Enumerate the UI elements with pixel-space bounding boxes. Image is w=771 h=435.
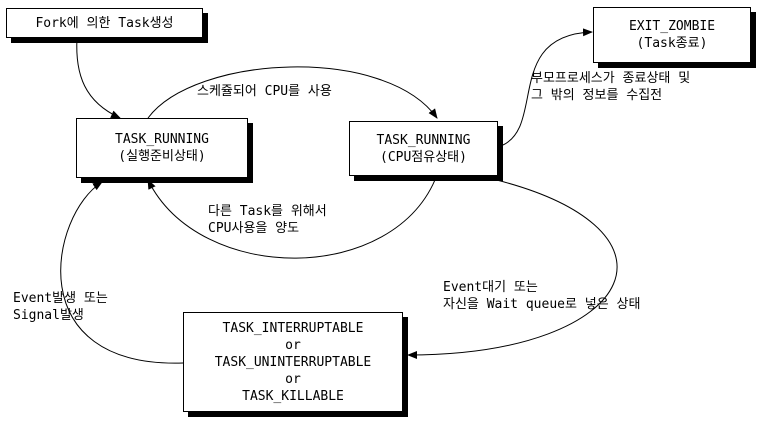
running-cpu-node: TASK_RUNNING (CPU점유상태) <box>349 121 498 176</box>
interruptable-line-4: or <box>285 371 301 387</box>
edge-yield <box>147 174 438 259</box>
running-cpu-subtitle: (CPU점유상태) <box>380 149 467 165</box>
edge-label-yield-line-2: CPU사용을 양도 <box>208 221 300 236</box>
interruptable-line-3: TASK_UNINTERRUPTABLE <box>214 354 372 370</box>
interruptable-line-2: or <box>285 337 301 353</box>
edge-label-parent-collects-line-2: 그 밖의 정보를 수집전 <box>531 88 663 103</box>
edge-label-yield-line-1: 다른 Task를 위해서 <box>208 204 327 219</box>
edge-label-event-wait-line-2: 자신을 Wait queue로 넣은 상태 <box>443 297 641 312</box>
edge-label-yield: 다른 Task를 위해서 CPU사용을 양도 <box>208 203 327 237</box>
edge-label-event-occur-line-1: Event발생 또는 <box>13 291 108 306</box>
fork-node-label: Fork에 의한 Task생성 <box>35 15 174 31</box>
exit-zombie-subtitle: (Task종료) <box>636 36 708 51</box>
running-cpu-title: TASK_RUNNING <box>376 132 471 148</box>
edge-label-event-occur: Event발생 또는 Signal발생 <box>13 290 108 324</box>
exit-zombie-title: EXIT_ZOMBIE <box>628 19 716 34</box>
edge-label-event-wait: Event대기 또는 자신을 Wait queue로 넣은 상태 <box>443 279 640 313</box>
edge-label-event-wait-line-1: Event대기 또는 <box>443 280 538 295</box>
interruptable-line-5: TASK_KILLABLE <box>242 388 344 404</box>
edge-event-wait <box>407 175 618 359</box>
interruptable-node: TASK_INTERRUPTABLE or TASK_UNINTERRUPTAB… <box>183 312 403 412</box>
interruptable-line-1: TASK_INTERRUPTABLE <box>222 320 364 336</box>
edge-scheduled <box>147 66 438 119</box>
edge-label-scheduled: 스케쥴되어 CPU를 사용 <box>197 83 332 100</box>
edge-event-occur <box>60 181 184 364</box>
edge-label-parent-collects: 부모프로세스가 종료상태 및 그 밖의 정보를 수집전 <box>531 70 690 104</box>
edge-label-event-occur-line-2: Signal발생 <box>13 308 84 323</box>
running-ready-title: TASK_RUNNING <box>115 132 209 147</box>
edge-exit <box>502 28 593 146</box>
exit-zombie-node: EXIT_ZOMBIE (Task종료) <box>593 7 751 63</box>
fork-node: Fork에 의한 Task생성 <box>6 8 203 38</box>
running-ready-subtitle: (실행준비상태) <box>118 149 206 164</box>
edge-label-parent-collects-line-1: 부모프로세스가 종료상태 및 <box>531 71 691 86</box>
edge-fork-to-ready <box>76 37 121 119</box>
running-ready-node: TASK_RUNNING (실행준비상태) <box>76 118 248 178</box>
edge-label-scheduled-text: 스케쥴되어 CPU를 사용 <box>197 84 332 99</box>
